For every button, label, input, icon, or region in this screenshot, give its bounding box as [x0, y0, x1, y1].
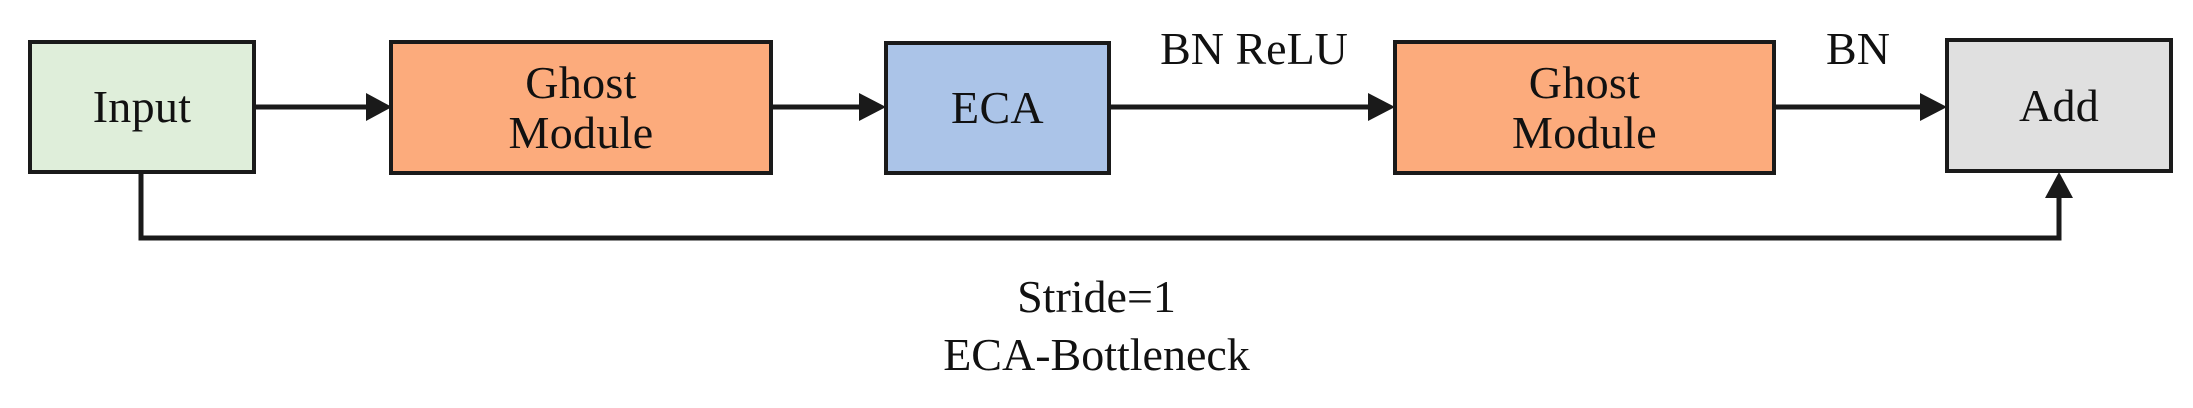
edge-ghost-module-1-to-eca: [773, 93, 886, 121]
edge-input-to-ghost-module-1: [256, 93, 392, 121]
edge-skip-connection-input-to-add: [138, 172, 2073, 241]
node-ghost-module-2[interactable]: Ghost Module: [1393, 40, 1776, 175]
edge-label-bn-relu: BN ReLU: [1160, 23, 1348, 74]
node-eca[interactable]: ECA: [884, 41, 1111, 175]
edge-eca-to-ghost-module-2: [1111, 93, 1395, 121]
caption-title: ECA-Bottleneck: [943, 329, 1250, 380]
edge-ghost-module-2-to-add: [1776, 93, 1947, 121]
node-ghost-module-1[interactable]: Ghost Module: [389, 40, 773, 175]
edge-label-bn: BN: [1826, 23, 1890, 74]
caption-stride: Stride=1: [1017, 271, 1176, 322]
node-input[interactable]: Input: [28, 40, 256, 174]
node-add[interactable]: Add: [1945, 38, 2173, 173]
